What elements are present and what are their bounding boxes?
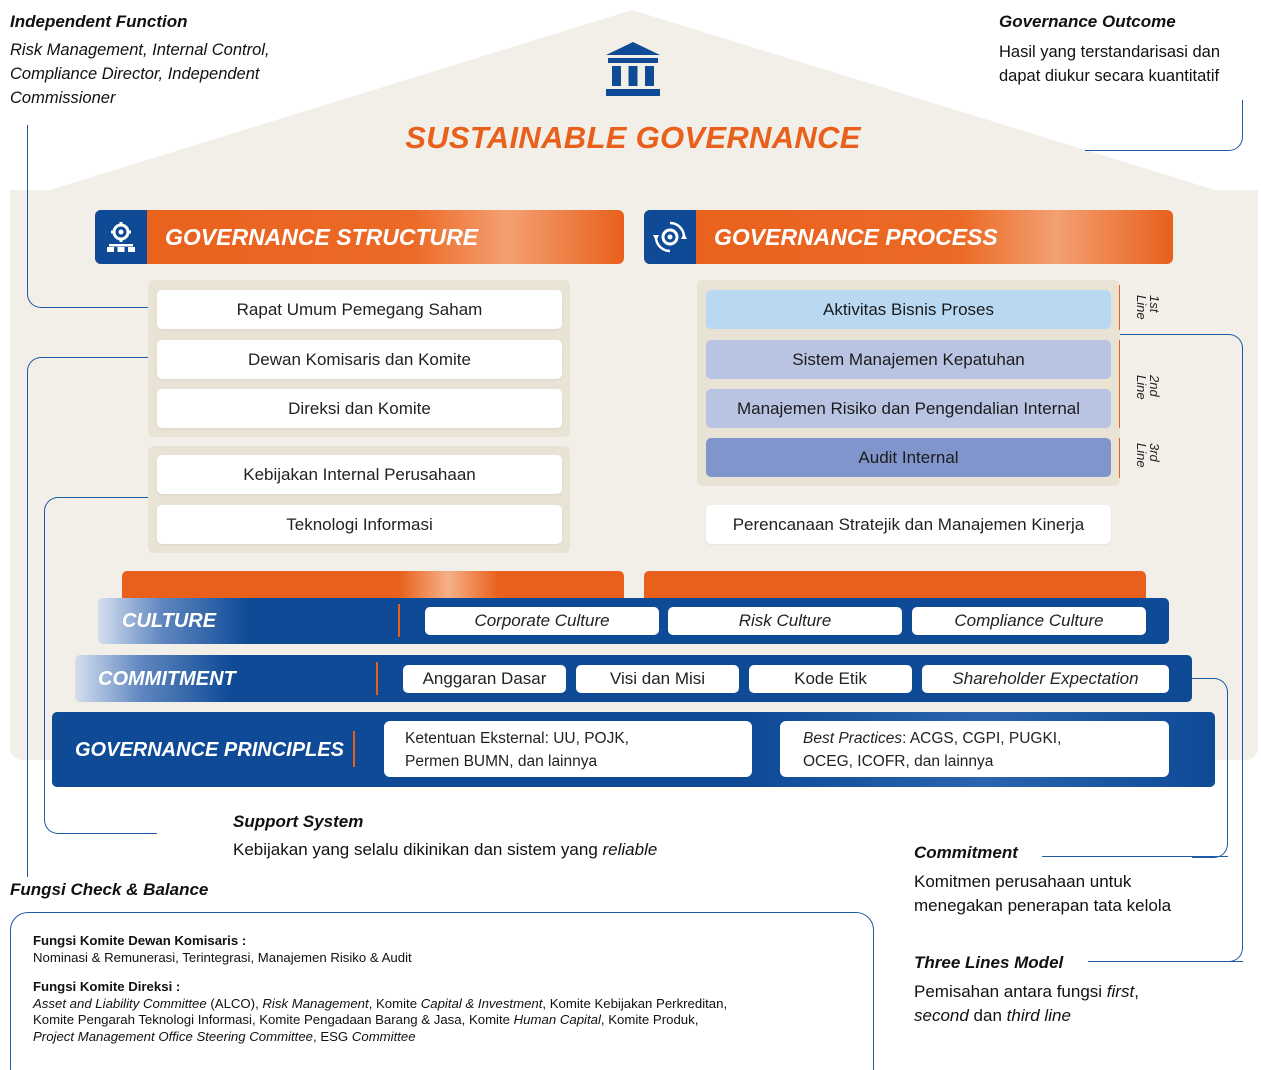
process-line-3: Audit Internal [706, 438, 1111, 477]
line-label-3rd: 3rd Line [1134, 443, 1162, 468]
line-divider-1 [1119, 285, 1120, 330]
support-system-title: Support System [233, 812, 364, 831]
check-balance-title: Fungsi Check & Balance [10, 880, 209, 899]
culture-title: CULTURE [122, 610, 217, 632]
komisaris-title: Fungsi Komite Dewan Komisaris : [33, 933, 247, 948]
commitment-chip-anggaran: Anggaran Dasar [403, 665, 566, 693]
structure-item-direksi: Direksi dan Komite [157, 389, 562, 428]
governance-structure-title: GOVERNANCE STRUCTURE [165, 223, 479, 250]
network-gear-icon [95, 210, 147, 264]
principles-box2-line2: OCEG, ICOFR, dan lainnya [803, 753, 994, 770]
independent-function-title: Independent Function [10, 12, 188, 31]
principles-box2-rest: : ACGS, CGPI, PUGKI, [902, 730, 1062, 747]
connector-independent [27, 125, 157, 308]
principles-separator [353, 731, 355, 767]
governance-structure-header: GOVERNANCE STRUCTURE [95, 210, 624, 264]
governance-outcome-title: Governance Outcome [999, 12, 1176, 31]
process-extra-perencanaan: Perencanaan Stratejik dan Manajemen Kine… [706, 505, 1111, 544]
support-system-text: Kebijakan yang selalu dikinikan dan sist… [233, 840, 658, 859]
process-line-1: Aktivitas Bisnis Proses [706, 290, 1111, 329]
commitment-separator [376, 662, 378, 695]
connector-three-lines [1110, 334, 1243, 962]
principles-title: GOVERNANCE PRINCIPLES [75, 739, 344, 761]
structure-item-kebijakan: Kebijakan Internal Perusahaan [157, 455, 562, 494]
commitment-chip-visi: Visi dan Misi [576, 665, 739, 693]
principles-box1-line1: Ketentuan Eksternal: UU, POJK, [405, 730, 629, 747]
connector-outcome [1085, 100, 1243, 151]
culture-separator [398, 604, 400, 637]
cycle-gear-icon [644, 210, 696, 264]
komisaris-text: Nominasi & Remunerasi, Terintegrasi, Man… [33, 949, 412, 965]
culture-chip-compliance: Compliance Culture [912, 607, 1146, 635]
roof [50, 10, 1215, 190]
three-lines-title: Three Lines Model [914, 953, 1064, 972]
bank-building-icon [606, 42, 660, 96]
culture-chip-risk: Risk Culture [668, 607, 902, 635]
direksi-title: Fungsi Komite Direksi : [33, 979, 181, 994]
principles-box-external: Ketentuan Eksternal: UU, POJK, Permen BU… [384, 721, 752, 777]
roof-title: SUSTAINABLE GOVERNANCE [405, 120, 861, 155]
commitment-chip-shareholder: Shareholder Expectation [922, 665, 1169, 693]
governance-process-header: GOVERNANCE PROCESS [644, 210, 1173, 264]
process-line-2a: Sistem Manajemen Kepatuhan [706, 340, 1111, 379]
culture-chip-corporate: Corporate Culture [425, 607, 659, 635]
structure-item-rups: Rapat Umum Pemegang Saham [157, 290, 562, 329]
line-divider-2 [1119, 340, 1120, 428]
direksi-text: Asset and Liability Committee (ALCO), Ri… [33, 995, 728, 1044]
check-balance-box: Fungsi Komite Dewan Komisaris : Nominasi… [10, 912, 874, 1070]
line-label-2nd: 2nd Line [1134, 375, 1162, 400]
connector-commitment-stub [1042, 856, 1228, 857]
principles-box2-em: Best Practices [803, 730, 903, 747]
principles-box-best-practices: Best Practices: ACGS, CGPI, PUGKI, OCEG,… [780, 721, 1169, 777]
commitment-title: COMMITMENT [98, 668, 236, 690]
commitment-note-text: Komitmen perusahaan untuk menegakan pene… [914, 872, 1172, 915]
line-divider-3 [1119, 438, 1120, 478]
line-label-1st: 1st Line [1134, 295, 1162, 320]
connector-three-lines-stub [1088, 961, 1243, 962]
three-lines-text: Pemisahan antara fungsi first, second da… [914, 982, 1139, 1025]
process-line-2b: Manajemen Risiko dan Pengendalian Intern… [706, 389, 1111, 428]
connector-support [44, 497, 157, 834]
connector-check-balance [27, 357, 157, 877]
connector-commitment [1192, 678, 1228, 858]
governance-process-title: GOVERNANCE PROCESS [714, 223, 998, 250]
principles-box1-line2: Permen BUMN, dan lainnya [405, 753, 598, 770]
commitment-chip-kode: Kode Etik [749, 665, 912, 693]
independent-function-text: Risk Management, Internal Control, Compl… [10, 41, 270, 107]
structure-item-ti: Teknologi Informasi [157, 505, 562, 544]
commitment-note-title: Commitment [914, 843, 1018, 862]
structure-item-dekom: Dewan Komisaris dan Komite [157, 340, 562, 379]
governance-outcome-text: Hasil yang terstandarisasi dan dapat diu… [999, 43, 1221, 85]
